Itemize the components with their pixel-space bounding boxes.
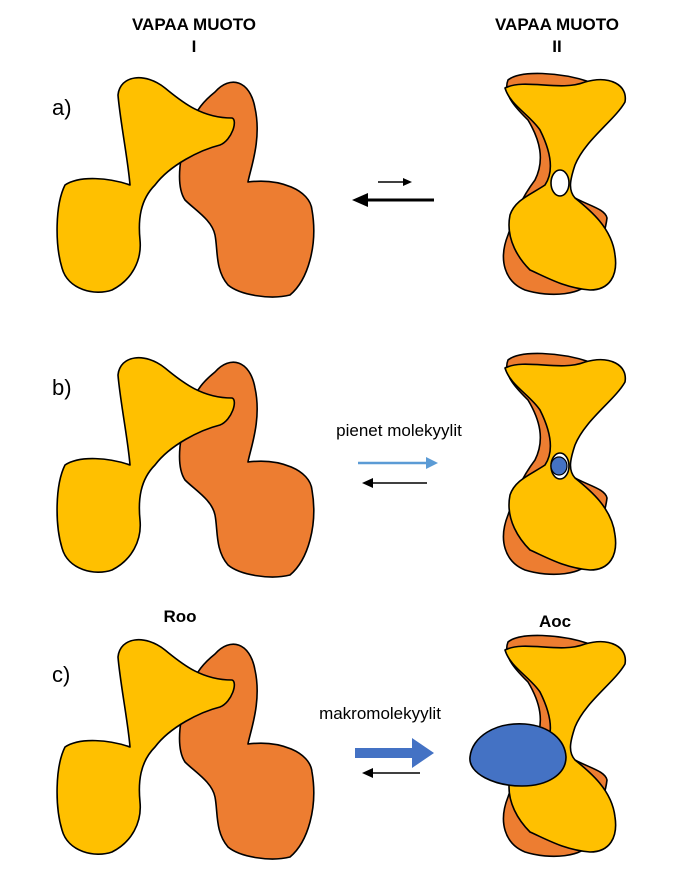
equilibrium-arrows	[355, 738, 434, 778]
macromolecules-label: makromolekyylit	[319, 704, 441, 723]
row-b: b) pienet molekyylit	[52, 352, 627, 578]
closed-form-protein	[502, 72, 627, 296]
closed-form-protein-with-macromolecule	[469, 634, 627, 858]
closed-form-protein-with-small-ligand	[502, 352, 627, 576]
header-free-form-1: VAPAA MUOTO	[132, 15, 256, 34]
header-free-form-1-numeral: I	[192, 37, 197, 56]
row-c: Roo Aoc c) makromolekyylit	[52, 607, 627, 860]
state-label-right: Aoc	[539, 612, 571, 631]
equilibrium-arrows	[352, 178, 434, 207]
macromolecule-ligand	[469, 723, 567, 787]
row-b-label: b)	[52, 375, 72, 400]
open-form-protein	[56, 76, 315, 298]
row-a-label: a)	[52, 95, 72, 120]
header-free-form-2-numeral: II	[552, 37, 561, 56]
equilibrium-arrows	[358, 457, 438, 488]
row-a: a)	[52, 72, 627, 298]
small-molecule-ligand	[550, 456, 568, 476]
small-molecules-label: pienet molekyylit	[336, 421, 462, 440]
header-free-form-2: VAPAA MUOTO	[495, 15, 619, 34]
row-c-label: c)	[52, 662, 70, 687]
open-form-protein	[56, 638, 315, 860]
state-label-left: Roo	[163, 607, 196, 626]
open-form-protein	[56, 356, 315, 578]
